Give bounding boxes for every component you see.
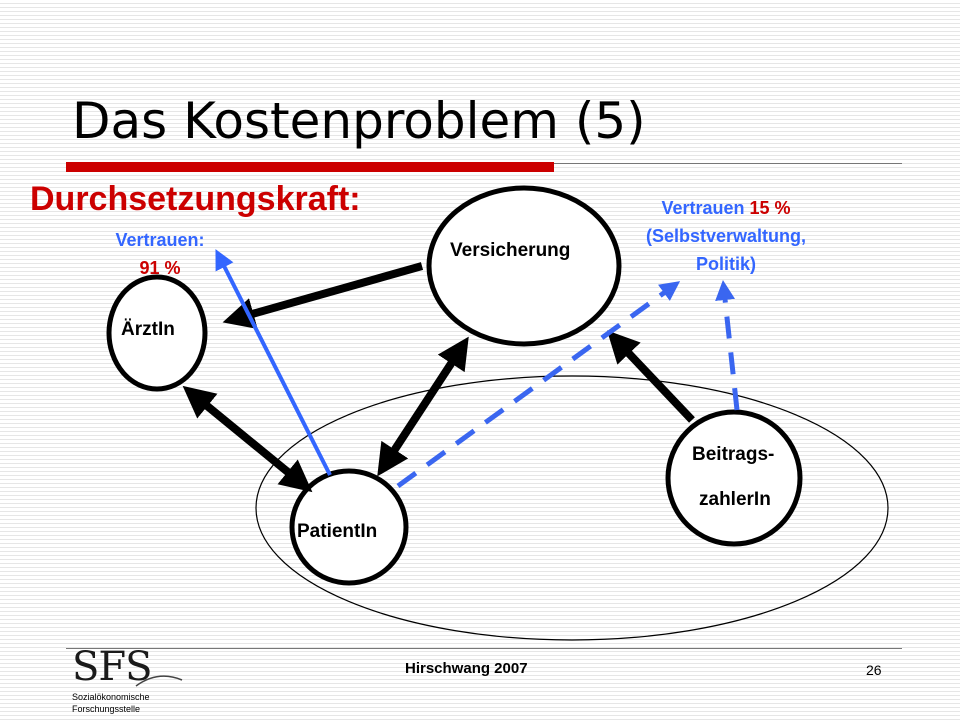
doctor-trust-label: Vertrauen: <box>115 230 205 250</box>
beitragszahlerin-label-line2: zahlerIn <box>699 489 771 510</box>
trust-line-beitragszahlerin-to-insurance-label <box>715 280 740 411</box>
doctor-trust-value: 91 % <box>139 258 181 278</box>
insured-population-ellipse <box>255 375 889 641</box>
insurance-trust-label: Vertrauen <box>661 198 745 218</box>
trust-line-patientin-to-doctor-label <box>215 249 332 476</box>
patientin-node <box>289 468 409 586</box>
footer-divider <box>66 648 902 649</box>
arrow-versicherung-to-aerztin <box>222 262 424 330</box>
page-number: 26 <box>866 662 882 678</box>
aerztin-label: ÄrztIn <box>121 319 175 340</box>
slide-title: Das Kostenproblem (5) <box>72 92 646 150</box>
trust-line-patientin-to-insurance-label <box>396 281 681 489</box>
footer-event: Hirschwang 2007 <box>405 660 528 677</box>
logo-line1: Sozialökonomische <box>72 692 150 702</box>
arrow-patientin-versicherung <box>377 336 469 477</box>
versicherung-node <box>426 185 622 347</box>
subtitle: Durchsetzungskraft: <box>30 180 361 218</box>
aerztin-node <box>106 274 208 392</box>
arrow-beitragszahlerin-to-versicherung <box>606 330 695 423</box>
insurance-trust-value: 15 % <box>749 198 791 218</box>
arrow-aerztin-patientin <box>182 385 313 493</box>
logo-swoosh-icon <box>135 675 183 687</box>
sfs-logo: SFS Sozialökonomische Forschungsstelle <box>72 644 183 718</box>
doctor-trust-note: Vertrauen: 91 % <box>96 226 224 282</box>
title-accent-bar <box>66 162 554 172</box>
beitragszahlerin-label-line1: Beitrags- <box>692 444 775 465</box>
insurance-trust-note: Vertrauen 15 % (Selbstverwaltung, Politi… <box>606 194 846 278</box>
insurance-trust-line1: Vertrauen 15 % <box>606 194 846 222</box>
sfs-logo-letters: SFS <box>72 644 153 690</box>
logo-line2: Forschungsstelle <box>72 704 141 714</box>
insurance-trust-line2: (Selbstverwaltung, <box>645 226 807 246</box>
versicherung-label: Versicherung <box>450 240 571 261</box>
patientin-label: PatientIn <box>297 521 378 542</box>
beitragszahlerin-node <box>665 409 803 547</box>
insurance-trust-line3: Politik) <box>695 254 756 274</box>
